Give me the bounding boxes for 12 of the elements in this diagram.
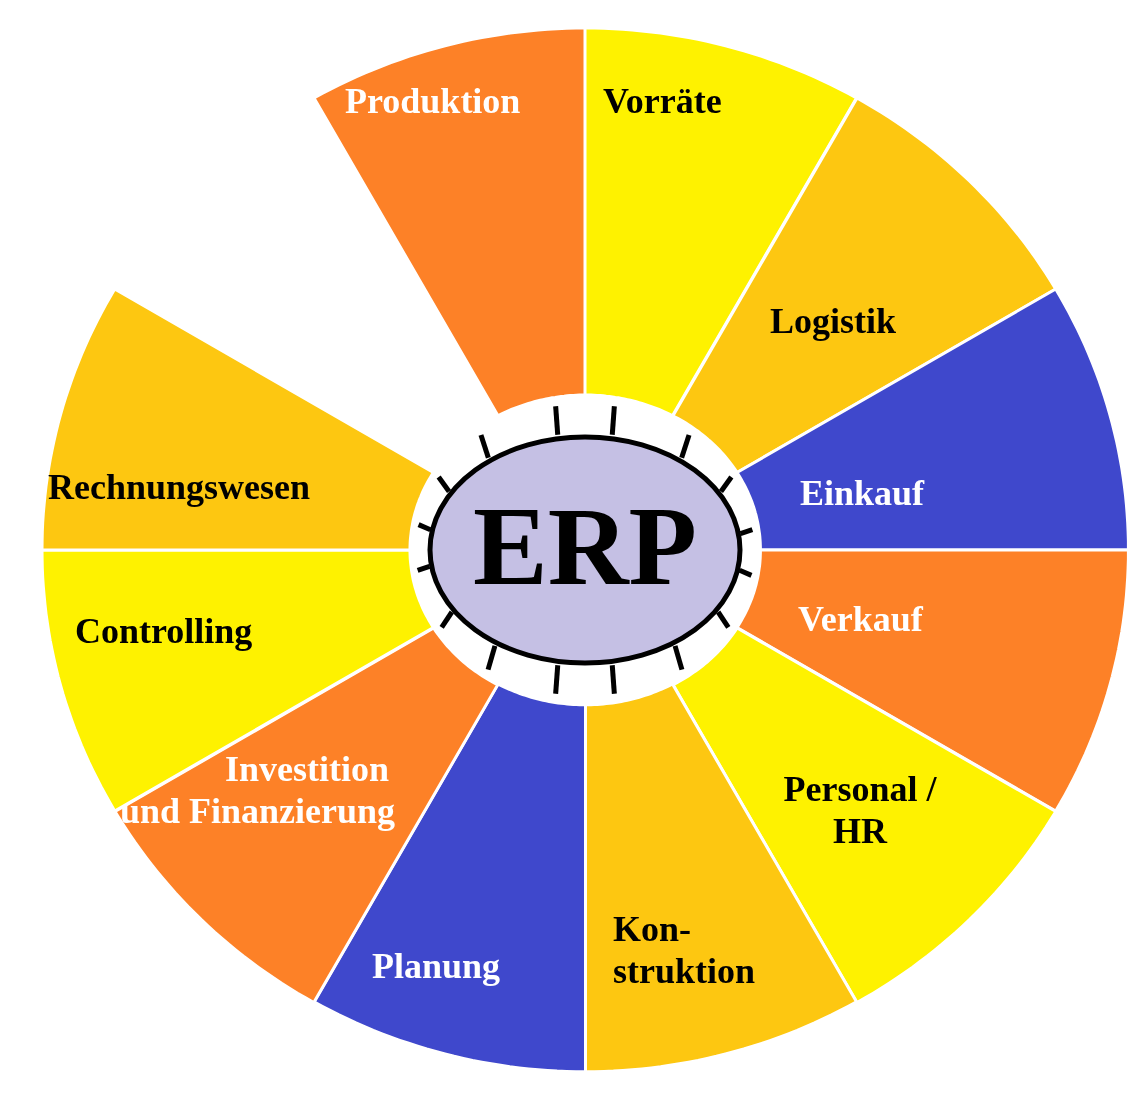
segment-label: Rechnungswesen — [48, 466, 312, 508]
segment-label: Planung — [372, 945, 502, 987]
segment-label: Personal / HR — [782, 768, 938, 852]
hub-label: ERP — [472, 490, 698, 602]
segment-label: Einkauf — [800, 472, 926, 514]
segment-label: Vorräte — [603, 80, 723, 122]
segment-label: Controlling — [75, 610, 254, 652]
segment-label: Produktion — [345, 80, 522, 122]
segment-label: Kon- struktion — [613, 908, 757, 992]
segment-label: Logistik — [770, 300, 898, 342]
segment-label: Verkauf — [798, 598, 924, 640]
segment-label: Investition und Finanzierung — [120, 748, 397, 832]
